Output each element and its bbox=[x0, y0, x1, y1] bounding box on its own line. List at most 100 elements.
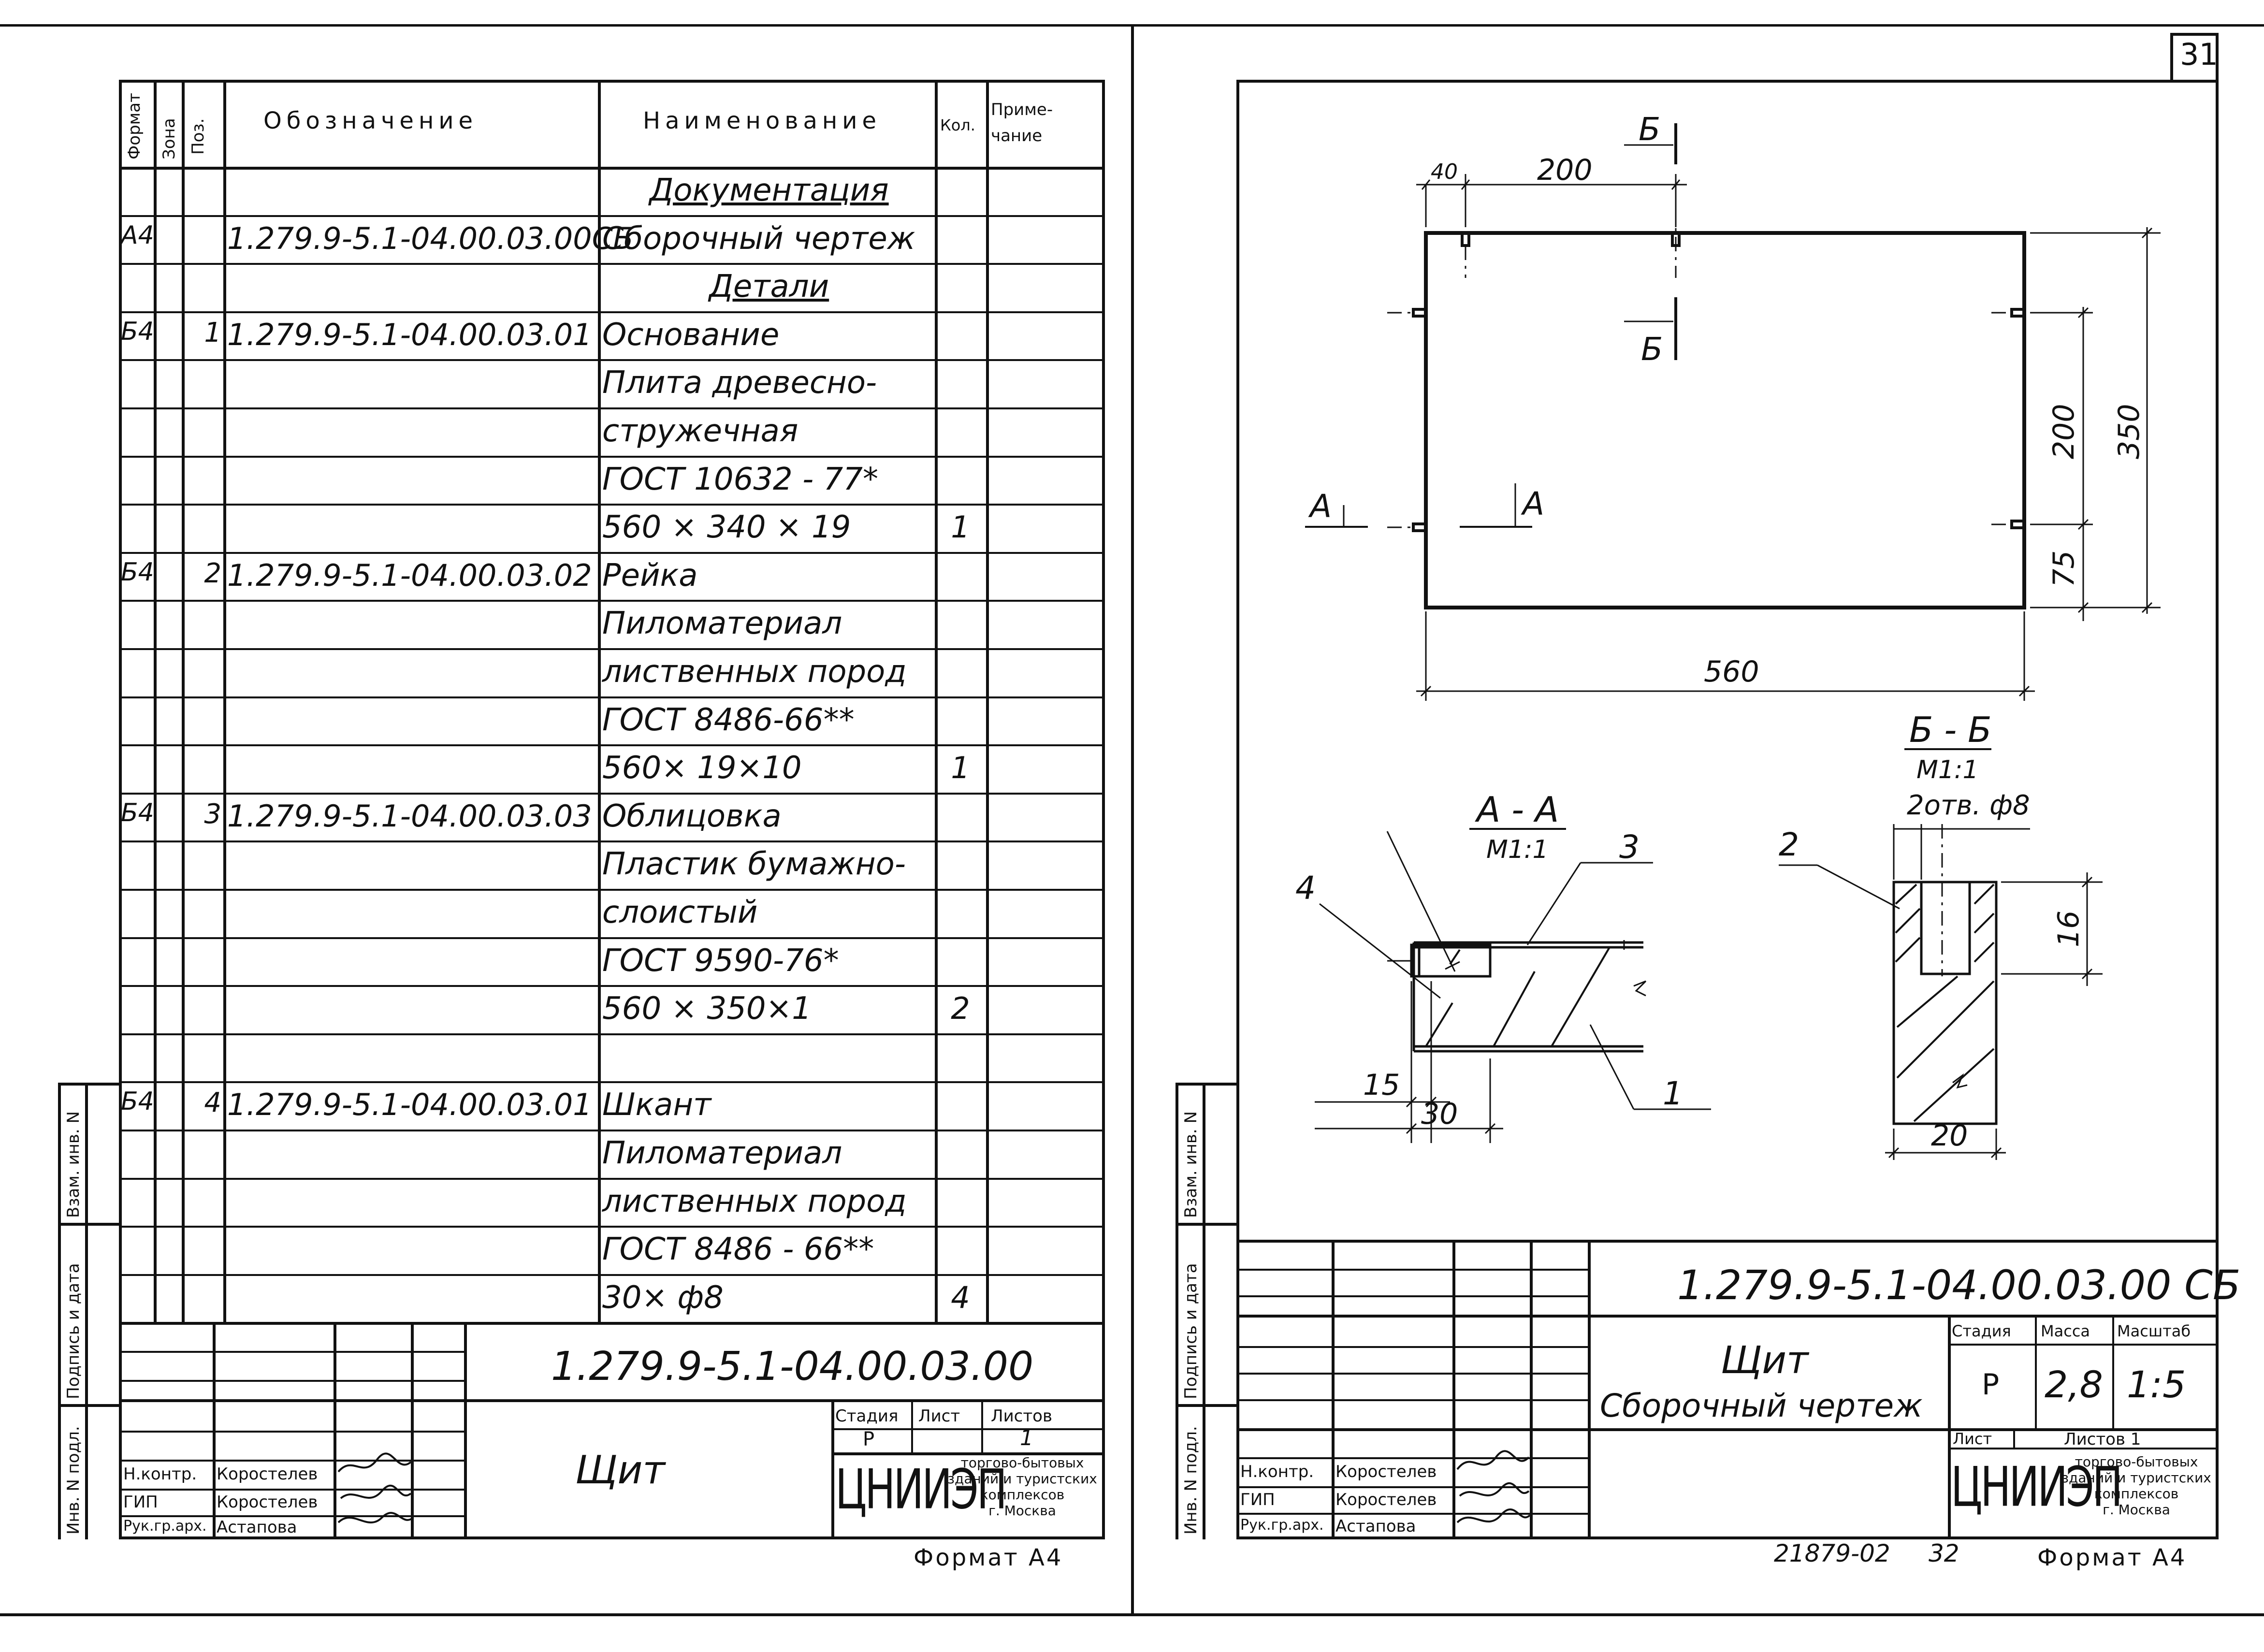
right-footer-num: 32 bbox=[1929, 1539, 1959, 1567]
side-label-vzam: Взам. инв. N bbox=[64, 1111, 83, 1218]
dim-20: 20 bbox=[1931, 1119, 1968, 1153]
section-bb-holes: 2отв. ф8 bbox=[1907, 790, 2030, 821]
page-divider bbox=[1131, 24, 1134, 1616]
right-format-label: Формат А4 bbox=[2037, 1544, 2187, 1571]
spec-cell-designation: 1.279.9-5.1-04.00.03.02 bbox=[227, 558, 592, 593]
spec-row-line bbox=[119, 504, 1105, 506]
left-org-logo: ЦНИИЭП bbox=[835, 1457, 1007, 1522]
dim-75: 75 bbox=[2047, 551, 2081, 587]
spec-cell-name: стружечная bbox=[602, 413, 798, 449]
left-org-text: торгово-бытовых зданий и туристских комп… bbox=[940, 1455, 1104, 1519]
left-stamp-info-left bbox=[831, 1399, 834, 1539]
left-format-label: Формат А4 bbox=[914, 1544, 1063, 1571]
left-stamp-org-top bbox=[831, 1452, 1105, 1455]
spec-cell-name: лиственных пород bbox=[602, 654, 907, 690]
spec-row-line bbox=[119, 456, 1105, 458]
spec-row-line bbox=[119, 1274, 1105, 1276]
left-stamp-c1 bbox=[213, 1322, 216, 1539]
r-stamp-c2 bbox=[1452, 1240, 1455, 1539]
side-label-sign: Подпись и дата bbox=[64, 1263, 83, 1399]
spec-cell-name: Облицовка bbox=[602, 798, 782, 834]
spec-cell-name: Пиломатериал bbox=[602, 1135, 842, 1171]
section-aa-scale: М1:1 bbox=[1486, 835, 1549, 864]
r-side-label-inv: Инв. N подл. bbox=[1181, 1426, 1201, 1535]
dim-40: 40 bbox=[1431, 159, 1458, 184]
header-zone: Зона bbox=[160, 118, 179, 159]
left-stamp-stage: Р bbox=[863, 1428, 875, 1450]
r-stamp-left-r5 bbox=[1236, 1373, 1588, 1375]
left-stamp-r4 bbox=[119, 1431, 464, 1433]
r-stamp-left-r1 bbox=[1236, 1269, 1588, 1271]
right-sheet-frame bbox=[1236, 80, 2219, 1539]
spec-row-line bbox=[119, 600, 1105, 602]
spec-cell-name: Сборочный чертеж bbox=[602, 221, 915, 257]
right-signatures bbox=[1456, 1450, 1531, 1523]
spec-cell-name: ГОСТ 10632 - 77* bbox=[602, 462, 878, 497]
spec-row-line bbox=[119, 552, 1105, 554]
right-stamp-sheets-label: Листов 1 bbox=[2064, 1430, 2141, 1449]
r-stamp-info-left bbox=[1948, 1315, 1951, 1539]
r-stamp-left-r9 bbox=[1236, 1486, 1588, 1488]
left-org-line-3: комплексов bbox=[980, 1487, 1065, 1503]
r-side-strip-sep1 bbox=[1176, 1223, 1238, 1226]
side-strip-sep2 bbox=[58, 1404, 121, 1407]
spec-cell-name: Рейка bbox=[602, 558, 698, 594]
spec-cell-qty: 2 bbox=[951, 991, 970, 1026]
spec-cell-qty: 1 bbox=[951, 509, 970, 545]
spec-row-line bbox=[119, 889, 1105, 891]
left-stamp-c4 bbox=[464, 1322, 467, 1539]
r-stamp-info-c1 bbox=[2035, 1315, 2037, 1428]
col-line-pos bbox=[182, 80, 185, 1322]
left-stamp-name-2: Коростелев bbox=[217, 1493, 318, 1512]
spec-cell-name: Основание bbox=[602, 317, 780, 353]
spec-row-line bbox=[119, 793, 1105, 795]
spec-cell-pos: 4 bbox=[204, 1087, 221, 1118]
spec-row-line bbox=[119, 696, 1105, 698]
r-stamp-c3 bbox=[1530, 1240, 1533, 1539]
r-stamp-left-r6 bbox=[1236, 1399, 1588, 1401]
r-side-label-sign: Подпись и дата bbox=[1181, 1263, 1201, 1399]
r-side-strip-outer bbox=[1176, 1083, 1178, 1539]
col-line-zone bbox=[154, 80, 157, 1322]
r-side-strip-inner bbox=[1203, 1083, 1205, 1539]
dim-200-top: 200 bbox=[1537, 153, 1593, 187]
right-stamp-sheet-label: Лист bbox=[1953, 1430, 1992, 1448]
r-side-strip-sep2 bbox=[1176, 1404, 1238, 1407]
spec-cell-name: 30× ф8 bbox=[602, 1280, 724, 1316]
spec-cell-name: 560 × 340 × 19 bbox=[602, 509, 851, 545]
r-stamp-info-c2 bbox=[2112, 1315, 2114, 1428]
col-line-qty bbox=[935, 80, 938, 1322]
spec-row-line bbox=[119, 1130, 1105, 1131]
r-stamp-top bbox=[1236, 1240, 2219, 1243]
right-stamp-role-3: Рук.гр.арх. bbox=[1240, 1517, 1324, 1534]
header-format: Формат bbox=[125, 93, 144, 159]
left-stamp-stage-label: Стадия bbox=[835, 1406, 899, 1426]
spec-cell-name: Шкант bbox=[602, 1087, 711, 1123]
spec-row-line bbox=[119, 215, 1105, 217]
r-stamp-info-sheet-c bbox=[2013, 1428, 2015, 1449]
right-org-line-2: зданий и туристских bbox=[2061, 1470, 2211, 1486]
spec-cell-designation: 1.279.9-5.1-04.00.03.03 bbox=[227, 798, 592, 834]
right-stamp-stage-label: Стадия bbox=[1952, 1322, 2011, 1340]
spec-row-line bbox=[119, 648, 1105, 650]
left-stamp-r5 bbox=[119, 1460, 464, 1462]
callout-4: 4 bbox=[1295, 869, 1316, 907]
left-org-line-4: г. Москва bbox=[988, 1503, 1056, 1519]
right-stamp-code: 1.279.9-5.1-04.00.03.00 СБ bbox=[1677, 1261, 2241, 1309]
left-stamp-r1 bbox=[119, 1351, 464, 1353]
spec-cell-name: Пиломатериал bbox=[602, 606, 842, 641]
left-stamp-sheets: 1 bbox=[1020, 1426, 1033, 1450]
spec-cell-pos: 3 bbox=[204, 798, 221, 830]
right-stamp-scale-label: Масштаб bbox=[2117, 1322, 2191, 1340]
left-stamp-r2 bbox=[119, 1380, 464, 1382]
spec-cell-qty: 4 bbox=[951, 1280, 970, 1315]
right-stamp-mass-label: Масса bbox=[2041, 1322, 2090, 1340]
r-stamp-c1 bbox=[1332, 1240, 1335, 1539]
callout-2: 2 bbox=[1779, 826, 1799, 863]
header-qty: Кол. bbox=[940, 116, 975, 134]
section-aa-title: А - А bbox=[1475, 789, 1559, 830]
spec-cell-name: ГОСТ 8486-66** bbox=[602, 702, 855, 738]
dim-350: 350 bbox=[2112, 404, 2146, 459]
right-stamp-stage: Р bbox=[1982, 1368, 2000, 1402]
spec-row-line bbox=[119, 744, 1105, 746]
